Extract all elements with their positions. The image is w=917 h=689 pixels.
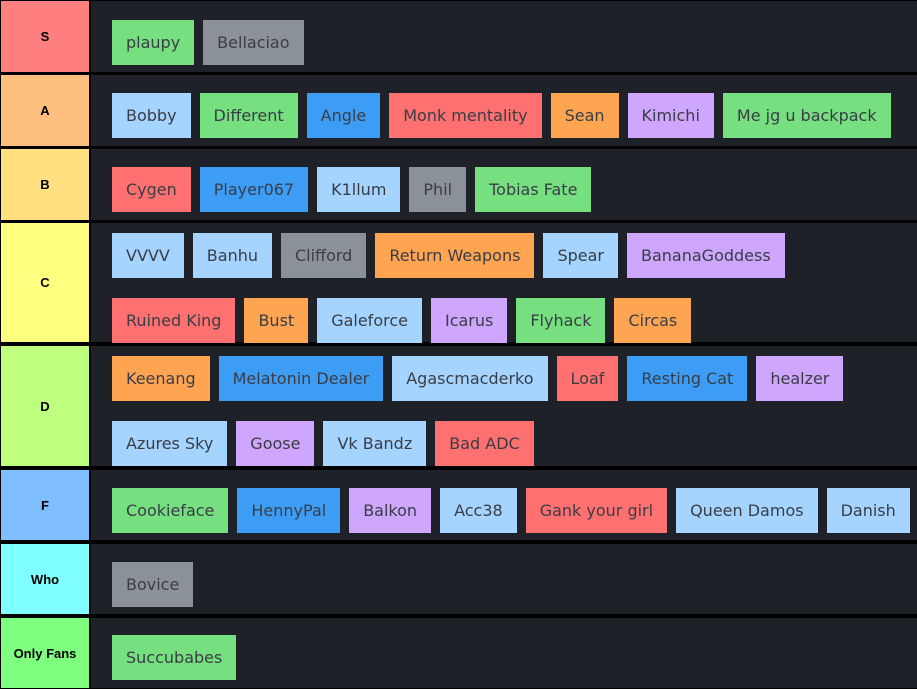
tier-item-chip[interactable]: Spear	[543, 233, 618, 278]
tier-item-chip[interactable]: Tobias Fate	[475, 167, 592, 212]
tier-item-chip[interactable]: Cygen	[112, 167, 191, 212]
tier-label[interactable]: S	[1, 1, 89, 72]
tier-label[interactable]: Who	[1, 544, 89, 614]
tier-item-chip[interactable]: Icarus	[430, 298, 508, 343]
tier-item-chip[interactable]: HennyPal	[237, 488, 341, 533]
tier-item-chip[interactable]: Banhu	[192, 233, 272, 278]
tier-items: Succubabes	[112, 635, 917, 680]
tier-label[interactable]: Only Fans	[1, 618, 89, 688]
tier-item-chip[interactable]: Acc38	[440, 488, 517, 533]
tier-item-chip[interactable]: Kimichi	[627, 93, 714, 138]
tier-item-chip[interactable]: Bad ADC	[435, 421, 534, 466]
tier-item-chip[interactable]: Gank your girl	[525, 488, 668, 533]
tier-item-chip[interactable]: Bobby	[112, 93, 191, 138]
tier-label[interactable]: A	[1, 75, 89, 146]
tier-item-chip[interactable]: Galeforce	[317, 298, 422, 343]
tier-item-chip[interactable]: Azures Sky	[112, 421, 228, 466]
tier-label[interactable]: C	[1, 223, 89, 342]
tier-item-chip[interactable]: Circas	[614, 298, 692, 343]
tier-item-chip[interactable]: K1llum	[317, 167, 401, 212]
tier-item-chip[interactable]: Bellaciao	[203, 20, 304, 65]
tier-item-chip[interactable]: Ruined King	[112, 298, 236, 343]
tier-item-chip[interactable]: plaupy	[112, 20, 195, 65]
tier-item-chip[interactable]: Angle	[306, 93, 381, 138]
tier-item-chip[interactable]: Sean	[550, 93, 619, 138]
tier-item-chip[interactable]: Phil	[409, 167, 467, 212]
tier-item-chip[interactable]: Balkon	[349, 488, 432, 533]
tier-item-chip[interactable]: Loaf	[556, 356, 619, 401]
tier-label[interactable]: F	[1, 470, 89, 540]
tier-label[interactable]: D	[1, 346, 89, 466]
tier-item-chip[interactable]: Bovice	[112, 562, 194, 607]
tier-item-chip[interactable]: Vk Bandz	[323, 421, 427, 466]
tier-items: Bovice	[112, 562, 917, 607]
tier-item-chip[interactable]: Return Weapons	[375, 233, 535, 278]
tier-item-chip[interactable]: Queen Damos	[676, 488, 818, 533]
tier-drop-zone[interactable]: Bovice	[91, 544, 917, 614]
tier-item-chip[interactable]: Monk mentality	[389, 93, 542, 138]
tier-item-chip[interactable]: Flyhack	[516, 298, 606, 343]
tier-row: Who Bovice	[0, 544, 917, 614]
tier-item-chip[interactable]: Melatonin Dealer	[218, 356, 384, 401]
tier-item-chip[interactable]: BananaGoddess	[627, 233, 785, 278]
tier-drop-zone[interactable]: Succubabes	[91, 618, 917, 688]
tier-item-chip[interactable]: Bust	[244, 298, 309, 343]
tier-item-chip[interactable]: Agascmacderko	[392, 356, 548, 401]
tier-item-chip[interactable]: Player067	[199, 167, 309, 212]
tier-item-chip[interactable]: Danish	[826, 488, 910, 533]
tier-item-chip[interactable]: Resting Cat	[627, 356, 748, 401]
tier-item-chip[interactable]: Me jg u backpack	[722, 93, 891, 138]
tier-item-chip[interactable]: healzer	[756, 356, 844, 401]
tier-label[interactable]: B	[1, 149, 89, 220]
tier-item-chip[interactable]: Goose	[236, 421, 315, 466]
tier-item-chip[interactable]: Keenang	[112, 356, 210, 401]
tier-item-chip[interactable]: Different	[199, 93, 298, 138]
tier-item-chip[interactable]: Cookieface	[112, 488, 229, 533]
tier-item-chip[interactable]: Succubabes	[112, 635, 237, 680]
tier-row: Only Fans Succubabes	[0, 618, 917, 688]
tier-item-chip[interactable]: VVVV	[112, 233, 184, 278]
tier-item-chip[interactable]: Clifford	[280, 233, 367, 278]
